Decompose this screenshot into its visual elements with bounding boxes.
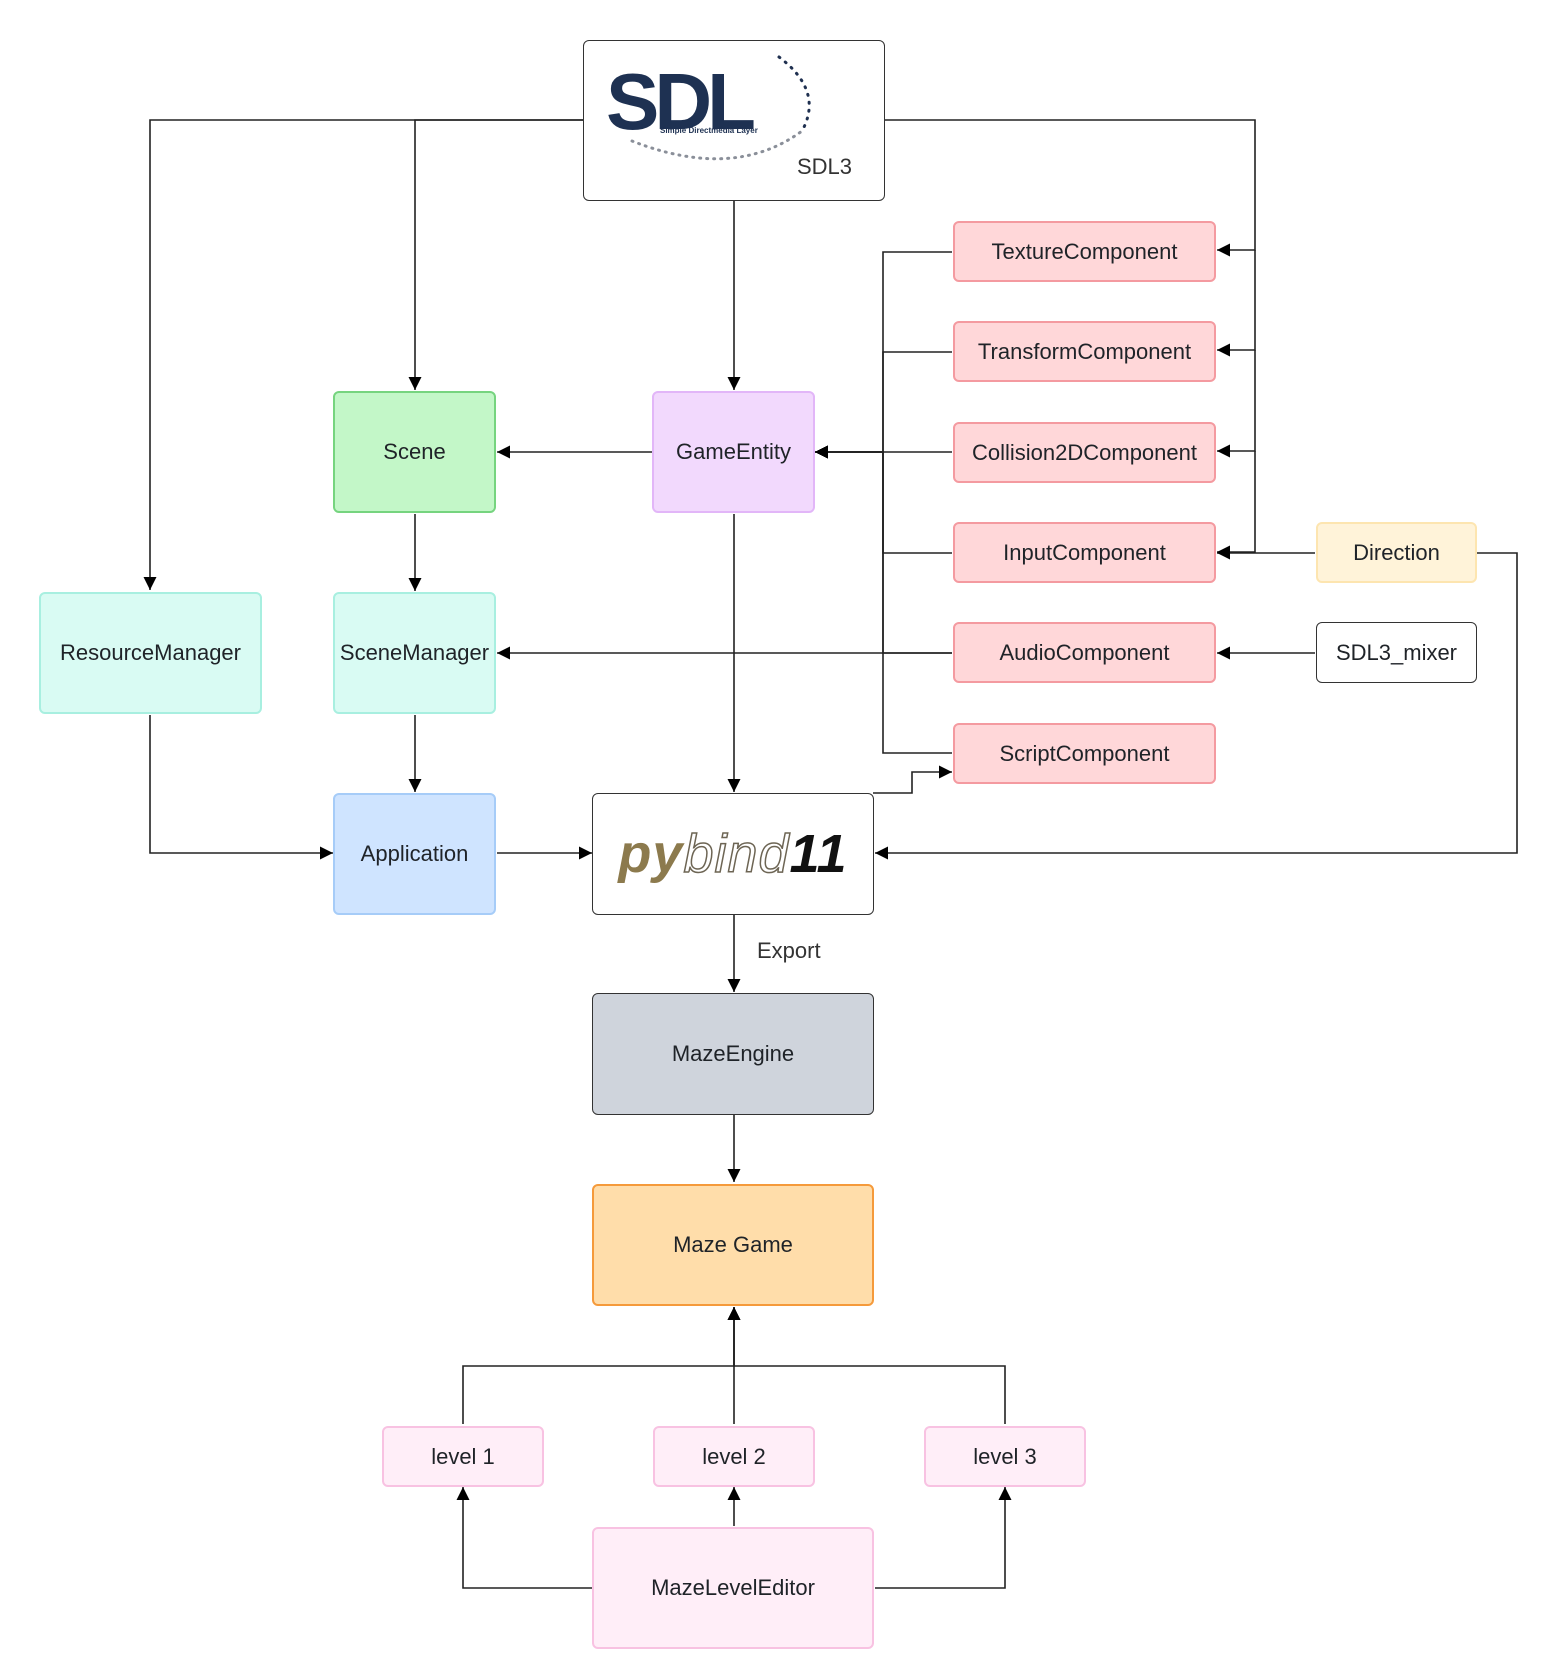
- edge-editor-level3: [875, 1487, 1012, 1589]
- level1-node[interactable]: level 1: [382, 1426, 544, 1487]
- audiocomponent-label: AudioComponent: [999, 639, 1170, 665]
- mazeengine-node[interactable]: MazeEngine: [592, 993, 874, 1115]
- edge-sdl-collision: [1217, 350, 1256, 458]
- edge-pybind-script: [873, 765, 952, 794]
- direction-node[interactable]: Direction: [1316, 522, 1477, 583]
- level3-node[interactable]: level 3: [924, 1426, 1086, 1487]
- transformcomponent-label: TransformComponent: [977, 338, 1192, 364]
- level2-node[interactable]: level 2: [653, 1426, 815, 1487]
- pybind11-logo: pybind11: [618, 823, 847, 885]
- pybind11-logo-11: 11: [789, 824, 848, 884]
- edge-direction-pybind: [875, 552, 1518, 860]
- edge-resourcemanager-application: [149, 715, 333, 860]
- mazeleveleditor-label: MazeLevelEditor: [651, 1575, 815, 1600]
- edge-sdl-resourcemanager: [143, 119, 583, 590]
- pybind11-logo-py: py: [618, 824, 684, 884]
- transformcomponent-node[interactable]: TransformComponent: [953, 321, 1216, 382]
- level1-label: level 1: [431, 1443, 495, 1469]
- edge-sdl-transform: [1217, 250, 1256, 357]
- edge-level1-mazegame: [462, 1307, 741, 1424]
- texturecomponent-node[interactable]: TextureComponent: [953, 221, 1216, 282]
- level2-label: level 2: [702, 1443, 766, 1469]
- collision2dcomponent-node[interactable]: Collision2DComponent: [953, 422, 1216, 483]
- edge-level3-mazegame: [727, 1307, 1006, 1424]
- resourcemanager-node[interactable]: ResourceManager: [39, 592, 262, 714]
- edge-script-gameentity: [815, 445, 952, 754]
- mazeleveleditor-node[interactable]: MazeLevelEditor: [592, 1527, 874, 1649]
- application-label: Application: [360, 841, 469, 866]
- pybind11-logo-bind: bind: [683, 823, 790, 885]
- level3-label: level 3: [973, 1443, 1037, 1469]
- scene-label: Scene: [383, 439, 446, 464]
- direction-label: Direction: [1353, 539, 1440, 565]
- sdl-logo-text: SDL: [606, 57, 754, 146]
- audiocomponent-node[interactable]: AudioComponent: [953, 622, 1216, 683]
- application-node[interactable]: Application: [333, 793, 496, 915]
- sdl3mixer-node[interactable]: SDL3_mixer: [1316, 622, 1477, 683]
- edge-transform-gameentity: [815, 351, 952, 459]
- scriptcomponent-node[interactable]: ScriptComponent: [953, 723, 1216, 784]
- scenemanager-label: SceneManager: [339, 640, 490, 665]
- texturecomponent-label: TextureComponent: [991, 238, 1178, 264]
- gameentity-label: GameEntity: [676, 439, 791, 464]
- scriptcomponent-label: ScriptComponent: [999, 740, 1170, 766]
- export-label: Export: [757, 938, 821, 963]
- gameentity-node[interactable]: GameEntity: [652, 391, 815, 513]
- collision2dcomponent-label: Collision2DComponent: [971, 439, 1197, 465]
- sdl3-caption: SDL3: [796, 154, 852, 179]
- edge-sdl-input: [1217, 451, 1256, 559]
- scene-node[interactable]: Scene: [333, 391, 496, 513]
- scenemanager-node[interactable]: SceneManager: [333, 592, 496, 714]
- resourcemanager-label: ResourceManager: [60, 640, 241, 665]
- edge-editor-level1: [456, 1487, 592, 1589]
- pybind11-node[interactable]: pybind11: [592, 793, 874, 915]
- mazegame-node[interactable]: Maze Game: [592, 1184, 874, 1306]
- sdl-logo-subtitle: Simple Directmedia Layer: [660, 126, 758, 135]
- mazegame-label: Maze Game: [673, 1232, 793, 1257]
- inputcomponent-node[interactable]: InputComponent: [953, 522, 1216, 583]
- edge-sdl-scene: [408, 119, 583, 390]
- mazeengine-label: MazeEngine: [671, 1041, 795, 1066]
- edge-sdl-texture: [885, 119, 1256, 257]
- sdl-logo-icon: SDL Simple Directmedia Layer: [606, 55, 811, 161]
- inputcomponent-label: InputComponent: [1003, 539, 1166, 565]
- sdl3mixer-label: SDL3_mixer: [1335, 639, 1458, 665]
- sdl3-node[interactable]: SDL Simple Directmedia Layer SDL3: [583, 40, 885, 201]
